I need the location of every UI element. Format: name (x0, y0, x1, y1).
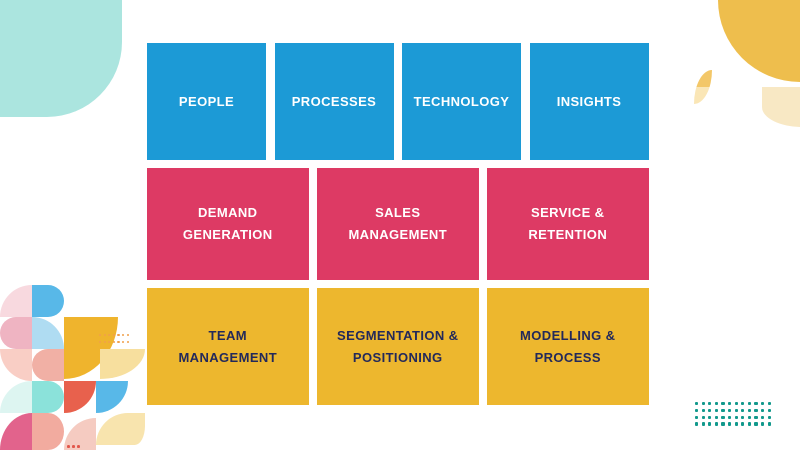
teal-dot-grid-dot (747, 402, 751, 406)
teal-dot-grid-dot (761, 402, 765, 406)
teal-dot-grid-dot (741, 422, 745, 426)
box-sales-management: SALES MANAGEMENT (317, 167, 479, 280)
amber-dot-grid-dot (103, 341, 106, 344)
amber-dot-grid-dot (126, 334, 129, 337)
teal-dot-grid-dot (754, 422, 758, 426)
teal-dot-grid-dot (701, 422, 705, 426)
box-people: PEOPLE (147, 43, 266, 160)
amber-dot-grid-dot (122, 341, 125, 344)
box-modelling-process: MODELLING & PROCESS (487, 288, 649, 405)
teal-dot-grid-dot (728, 415, 732, 419)
teal-dot-grid-dot (767, 415, 771, 419)
teal-dot-grid-dot (761, 408, 765, 412)
teal-dot-grid-dot (741, 402, 745, 406)
teal-dot-grid-dot (708, 415, 712, 419)
teal-dot-grid-dot (708, 408, 712, 412)
teal-dot-grid-dot (754, 402, 758, 406)
box-service-retention: SERVICE & RETENTION (487, 167, 649, 280)
teal-dot-grid-dot (695, 402, 699, 406)
mosaic-tile (32, 285, 64, 317)
teal-dot-grid-dot (734, 422, 738, 426)
teal-dot-grid-dot (734, 408, 738, 412)
teal-dot-grid-dot (721, 402, 725, 406)
teal-dot-grid-dot (708, 422, 712, 426)
teal-dot-grid-dot (741, 415, 745, 419)
teal-dot-grid-dot (701, 402, 705, 406)
mosaic-tile (32, 413, 64, 450)
teal-dot-grid-dot (734, 415, 738, 419)
teal-dot-grid-dot (728, 422, 732, 426)
teal-dot-grid-dot (695, 415, 699, 419)
teal-dot-grid-dot (721, 415, 725, 419)
red-dot-row-dot (77, 445, 80, 448)
box-insights: INSIGHTS (529, 43, 649, 160)
box-processes: PROCESSES (274, 43, 394, 160)
mosaic-tile (128, 413, 145, 445)
amber-dot-grid-dot (99, 341, 102, 344)
amber-dot-grid-dot (108, 334, 111, 337)
red-dot-row-dot (67, 445, 70, 448)
amber-dot-grid-dot (122, 334, 125, 337)
teal-dot-grid-dot (701, 415, 705, 419)
teal-dot-grid-dot (754, 415, 758, 419)
teal-dot-grid-dot (741, 408, 745, 412)
teal-dot-grid-dot (728, 408, 732, 412)
box-technology: TECHNOLOGY (402, 43, 521, 160)
teal-dot-grid-dot (714, 408, 718, 412)
teal-dot-grid-dot (695, 408, 699, 412)
amber-dot-grid-dot (117, 341, 120, 344)
teal-dot-grid-dot (734, 402, 738, 406)
box-team-management: TEAM MANAGEMENT (147, 288, 309, 405)
red-dot-row-dot (72, 445, 75, 448)
teal-dot-grid-dot (695, 422, 699, 426)
teal-dot-grid-dot (747, 422, 751, 426)
teal-dot-grid-dot (761, 422, 765, 426)
teal-dot-grid-dot (767, 408, 771, 412)
mosaic-tile (32, 349, 64, 381)
teal-dot-grid-dot (708, 402, 712, 406)
teal-dot-grid-dot (714, 415, 718, 419)
box-segmentation-positioning: SEGMENTATION & POSITIONING (317, 288, 479, 405)
teal-dot-grid-dot (767, 422, 771, 426)
mosaic-tile (32, 381, 64, 413)
teal-dot-grid-dot (701, 408, 705, 412)
row-pillars: PEOPLE PROCESSES TECHNOLOGY INSIGHTS (147, 43, 649, 160)
teal-dot-grid-dot (754, 408, 758, 412)
mosaic-tile (0, 317, 32, 349)
teal-dot-grid-dot (761, 415, 765, 419)
teal-dot-grid-dot (747, 408, 751, 412)
amber-dot-grid-dot (126, 341, 129, 344)
teal-dot-grid-dot (747, 415, 751, 419)
teal-dot-grid-dot (714, 402, 718, 406)
amber-dot-grid-dot (112, 341, 115, 344)
teal-dot-grid-dot (721, 422, 725, 426)
teal-dot-grid-dot (714, 422, 718, 426)
amber-dot-grid-dot (112, 334, 115, 337)
amber-dot-grid-dot (99, 334, 102, 337)
amber-dot-grid-dot (103, 334, 106, 337)
amber-dot-grid-dot (117, 334, 120, 337)
teal-dot-grid-dot (767, 402, 771, 406)
amber-dot-grid-dot (108, 341, 111, 344)
row-practices: TEAM MANAGEMENT SEGMENTATION & POSITIONI… (147, 288, 649, 405)
box-demand-generation: DEMAND GENERATION (147, 167, 309, 280)
row-functions: DEMAND GENERATION SALES MANAGEMENT SERVI… (147, 167, 649, 280)
teal-dot-grid-dot (728, 402, 732, 406)
teal-dot-grid-dot (721, 408, 725, 412)
